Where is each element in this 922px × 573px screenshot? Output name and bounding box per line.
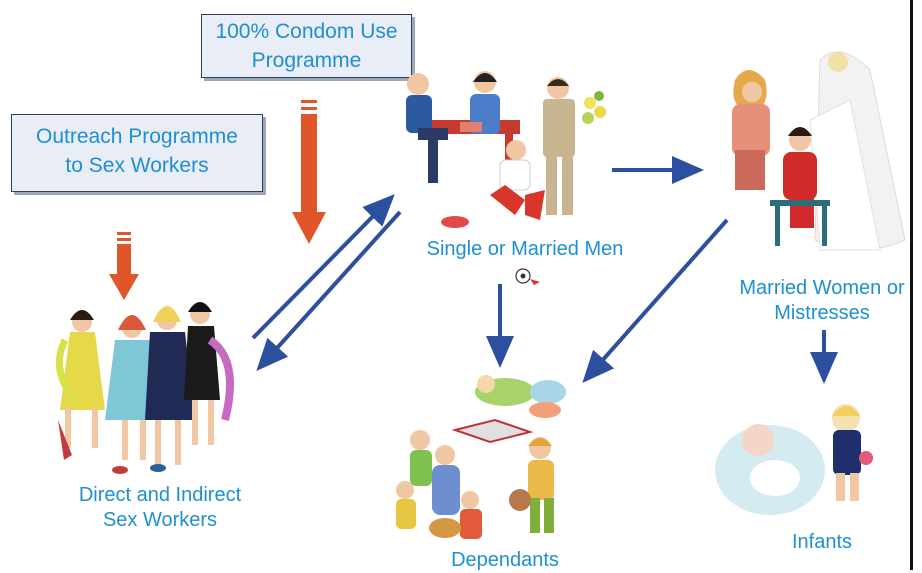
soccer-ball-icon [515,268,540,285]
men-label-text: Single or Married Men [426,238,624,260]
men-clipart [406,71,606,228]
men-label: Single or Married Men [400,237,650,262]
sex-workers-label: Direct and Indirect Sex Workers [50,483,270,533]
infants-label-text: Infants [791,531,853,553]
sex-workers-clipart [55,302,234,474]
dependants-clipart [396,375,566,539]
arrow-men-to-sexworkers [256,210,402,371]
outreach-box-line2: to Sex Workers [65,154,209,177]
outreach-programme-box: Outreach Programme to Sex Workers [11,114,263,192]
condom-box-line1: 100% Condom Use [215,20,398,43]
infants-label: Infants [782,530,862,555]
women-label-line1: Married Women or [739,277,905,299]
women-label: Married Women or Mistresses [722,276,922,326]
arrow-women-to-dependants [582,218,729,383]
women-label-line2: Mistresses [774,302,870,324]
sex-workers-label-line2: Sex Workers [102,509,218,531]
right-border-line [910,0,913,570]
women-clipart [732,51,906,251]
dependants-label: Dependants [425,548,585,573]
condom-programme-box: 100% Condom Use Programme [201,14,412,78]
outreach-box-line1: Outreach Programme [36,125,238,148]
sex-workers-label-line1: Direct and Indirect [78,484,242,506]
arrow-sexworkers-to-men [251,194,395,340]
dependants-label-text: Dependants [451,549,559,571]
infants-clipart [715,404,873,515]
outreach-program-arrow [109,232,139,300]
condom-box-line2: Programme [251,49,362,72]
condom-program-arrow [292,100,326,244]
